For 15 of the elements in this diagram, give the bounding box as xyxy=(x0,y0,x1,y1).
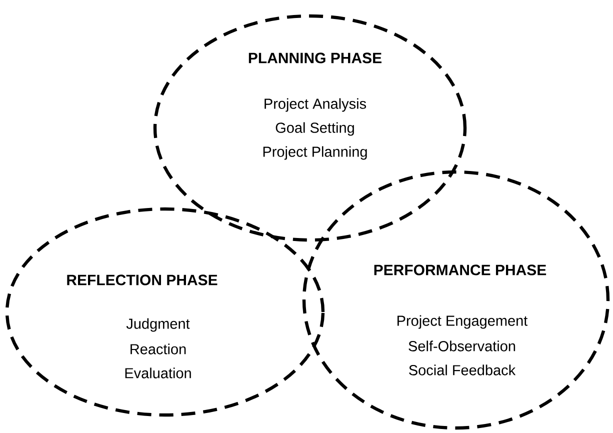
phase-heading: PERFORMANCE PHASE xyxy=(374,264,546,276)
activity-text: Goal Setting xyxy=(276,122,354,136)
phase-heading: PLANNING PHASE xyxy=(248,52,382,64)
phase-heading: REFLECTION PHASE xyxy=(67,274,218,286)
activity-text: Judgment xyxy=(126,318,190,332)
activity-text: Evaluation xyxy=(125,368,191,378)
activity-text: Social Feedback xyxy=(409,364,516,376)
activity-text: Reaction xyxy=(130,344,186,354)
dashed-ellipse xyxy=(5,207,325,417)
dashed-ellipse xyxy=(302,170,610,430)
activity-text: Self-Observation xyxy=(408,340,516,352)
activity-text: Project Analysis xyxy=(264,98,366,112)
dashed-ellipse xyxy=(153,14,467,242)
activity-text: Project Engagement xyxy=(398,315,528,329)
activity-text: Project Planning xyxy=(263,146,367,160)
